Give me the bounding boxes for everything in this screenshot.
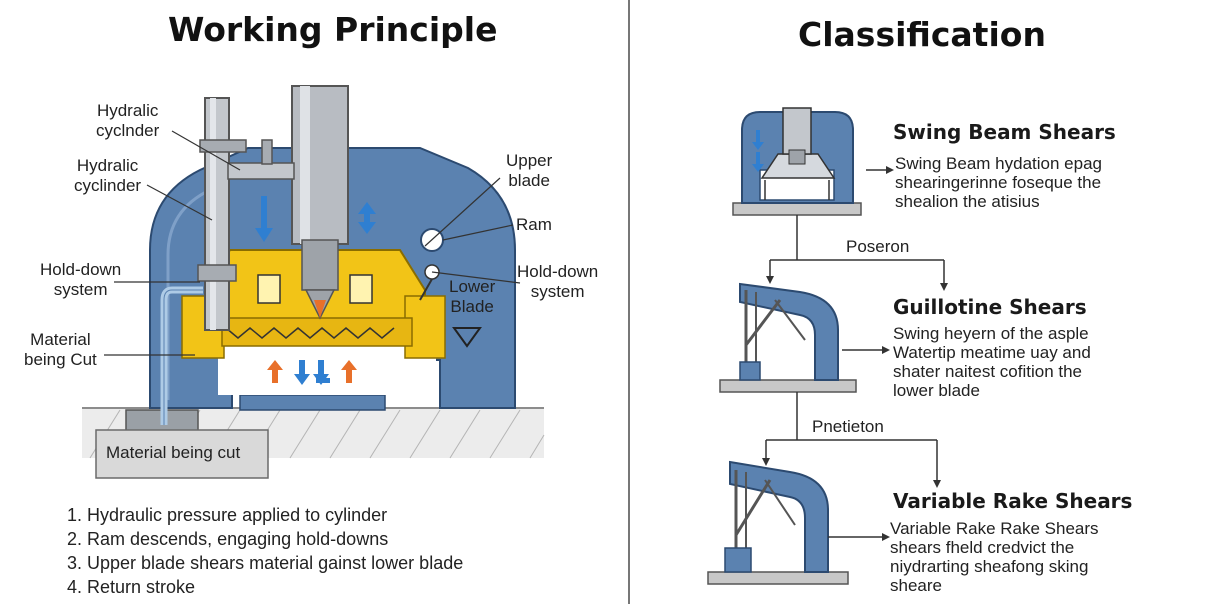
label-hold-down-right: Hold-down system bbox=[517, 262, 599, 301]
variable-rake-icon bbox=[707, 460, 849, 585]
label-upper-blade: Upper blade bbox=[506, 151, 553, 190]
branch-label-pnetieton: Pnetieton bbox=[812, 417, 884, 436]
classification-title: Classification bbox=[798, 15, 1046, 54]
step-item: 1. Hydraulic pressure applied to cylinde… bbox=[67, 505, 388, 525]
label-hold-down-left: Hold-down system bbox=[40, 260, 122, 299]
working-principle-title: Working Principle bbox=[168, 10, 498, 49]
swing-beam-desc: Swing Beam hydation epag shearingerinne … bbox=[895, 154, 1102, 211]
swing-beam-title: Swing Beam Shears bbox=[893, 120, 1116, 144]
step-item: 2. Ram descends, engaging hold-downs bbox=[67, 529, 389, 549]
variable-rake-title: Variable Rake Shears bbox=[893, 489, 1133, 513]
guillotine-icon bbox=[719, 282, 857, 393]
guillotine-title: Guillotine Shears bbox=[893, 295, 1087, 319]
step-item: 4. Return stroke bbox=[67, 577, 196, 597]
label-lower-blade: Lower Blade bbox=[449, 277, 496, 316]
left-cylinder bbox=[204, 97, 230, 331]
lower-blade-triangle bbox=[452, 327, 482, 348]
label-hydraulic-cylinder: Hydralic cyclinder bbox=[74, 156, 142, 195]
swing-beam-icon bbox=[732, 107, 862, 216]
panel-divider bbox=[628, 0, 630, 604]
guillotine-desc: Swing heyern of the asple Watertip meati… bbox=[893, 324, 1091, 400]
label-hydraulic-cylinder-top: Hydralic cyclnder bbox=[96, 101, 160, 140]
label-material-left: Material being Cut bbox=[24, 330, 97, 369]
step-item: 3. Upper blade shears material gainst lo… bbox=[67, 553, 464, 573]
shear-machine-diagram bbox=[82, 85, 545, 479]
steps-list: 1. Hydraulic pressure applied to cylinde… bbox=[67, 503, 463, 599]
label-material-bottom: Material being cut bbox=[106, 443, 241, 462]
label-ram: Ram bbox=[516, 215, 552, 234]
motion-arrows bbox=[255, 196, 376, 385]
variable-rake-desc: Variable Rake Rake Shears shears fheld c… bbox=[890, 519, 1099, 595]
flow-connectors bbox=[765, 169, 945, 538]
leader-lines bbox=[104, 130, 521, 356]
branch-label-poseron: Poseron bbox=[846, 237, 910, 256]
